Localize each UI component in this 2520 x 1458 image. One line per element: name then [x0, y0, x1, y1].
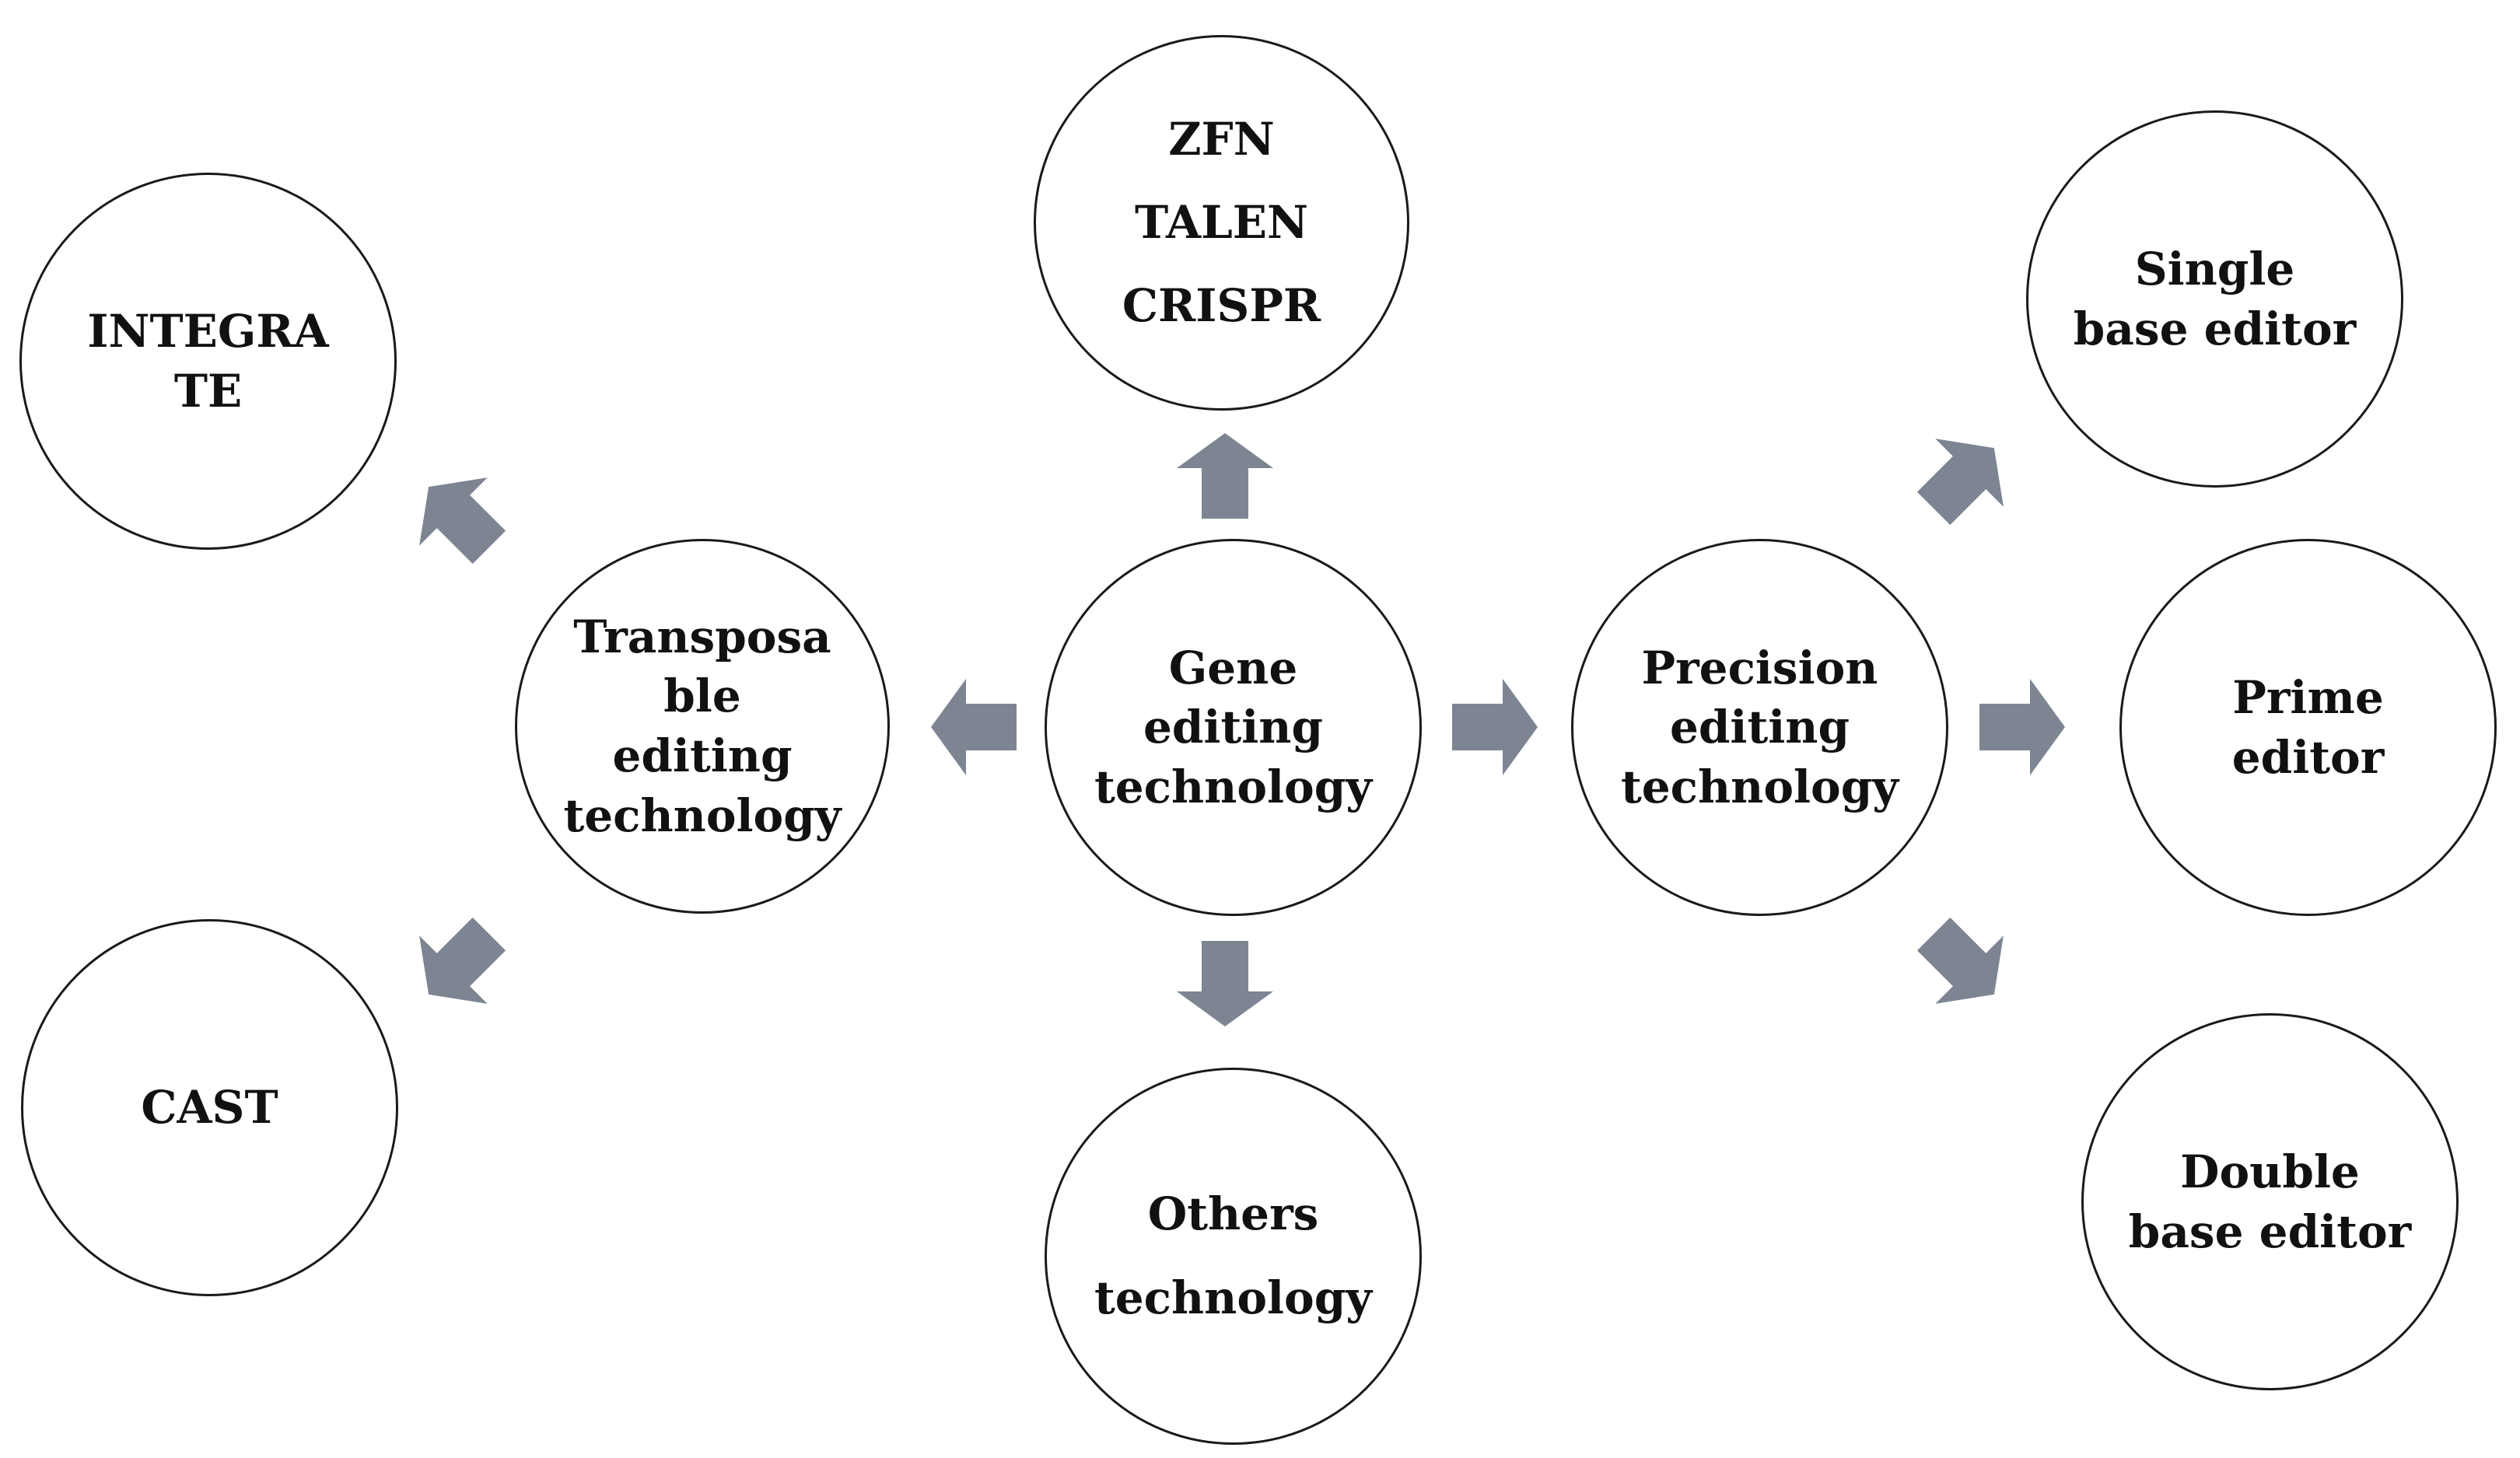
node-label-line: technology [1620, 760, 1899, 813]
arrow-left-to-transposable [931, 679, 1017, 775]
arrow-to-prime [1979, 679, 2065, 775]
node-label-line: technology [1094, 760, 1372, 813]
node-cast: CAST [21, 919, 398, 1296]
node-label-line: base editor [2073, 302, 2357, 355]
node-prime-editor: Prime editor [2119, 539, 2497, 916]
arrow-up-to-zfn [1177, 433, 1273, 519]
node-integrate: INTEGRA TE [19, 173, 397, 550]
node-label-line: editing [1669, 701, 1850, 754]
node-label-line: ZFN [1168, 112, 1275, 166]
node-label-line: INTEGRA [87, 304, 329, 358]
node-label-line: Precision [1641, 641, 1878, 694]
node-label-line: CRISPR [1122, 279, 1321, 333]
node-double-base-editor: Double base editor [2081, 1013, 2459, 1390]
node-gene-editing-technology: Gene editing technology [1045, 539, 1422, 916]
node-precision-editing-technology: Precision editing technology [1571, 539, 1948, 916]
arrow-to-double-base [1916, 917, 2004, 1004]
node-label-line: CAST [141, 1081, 278, 1135]
node-label-line: base editor [2128, 1205, 2412, 1258]
node-label-line: editing [1143, 701, 1324, 754]
arrow-to-integrate [419, 477, 506, 565]
node-label-line: ble [663, 670, 741, 723]
node-label-line: Double [2180, 1145, 2360, 1198]
node-label-line: Gene [1168, 641, 1298, 694]
node-zfn-talen-crispr: ZFN TALEN CRISPR [1034, 35, 1409, 411]
node-label-line: TE [173, 364, 243, 418]
arrow-right-to-precision [1452, 679, 1538, 775]
node-label-line: technology [1094, 1271, 1372, 1324]
node-label-line: Transposa [573, 610, 831, 663]
node-label-line: editing [612, 729, 793, 782]
arrow-down-to-others [1177, 941, 1273, 1026]
node-label-line: TALEN [1135, 195, 1308, 249]
arrow-to-single-base [1916, 439, 2004, 526]
arrow-to-cast [419, 917, 506, 1004]
node-others-technology: Others technology [1045, 1068, 1422, 1445]
node-label-line: Prime [2232, 670, 2384, 724]
node-label-line: Single [2134, 242, 2295, 295]
node-label-line: technology [563, 788, 842, 842]
node-single-base-editor: Single base editor [2026, 110, 2403, 488]
node-label-line: Others [1147, 1187, 1319, 1241]
node-label-line: editor [2231, 730, 2385, 784]
node-transposable-editing-technology: Transposa ble editing technology [515, 539, 890, 914]
